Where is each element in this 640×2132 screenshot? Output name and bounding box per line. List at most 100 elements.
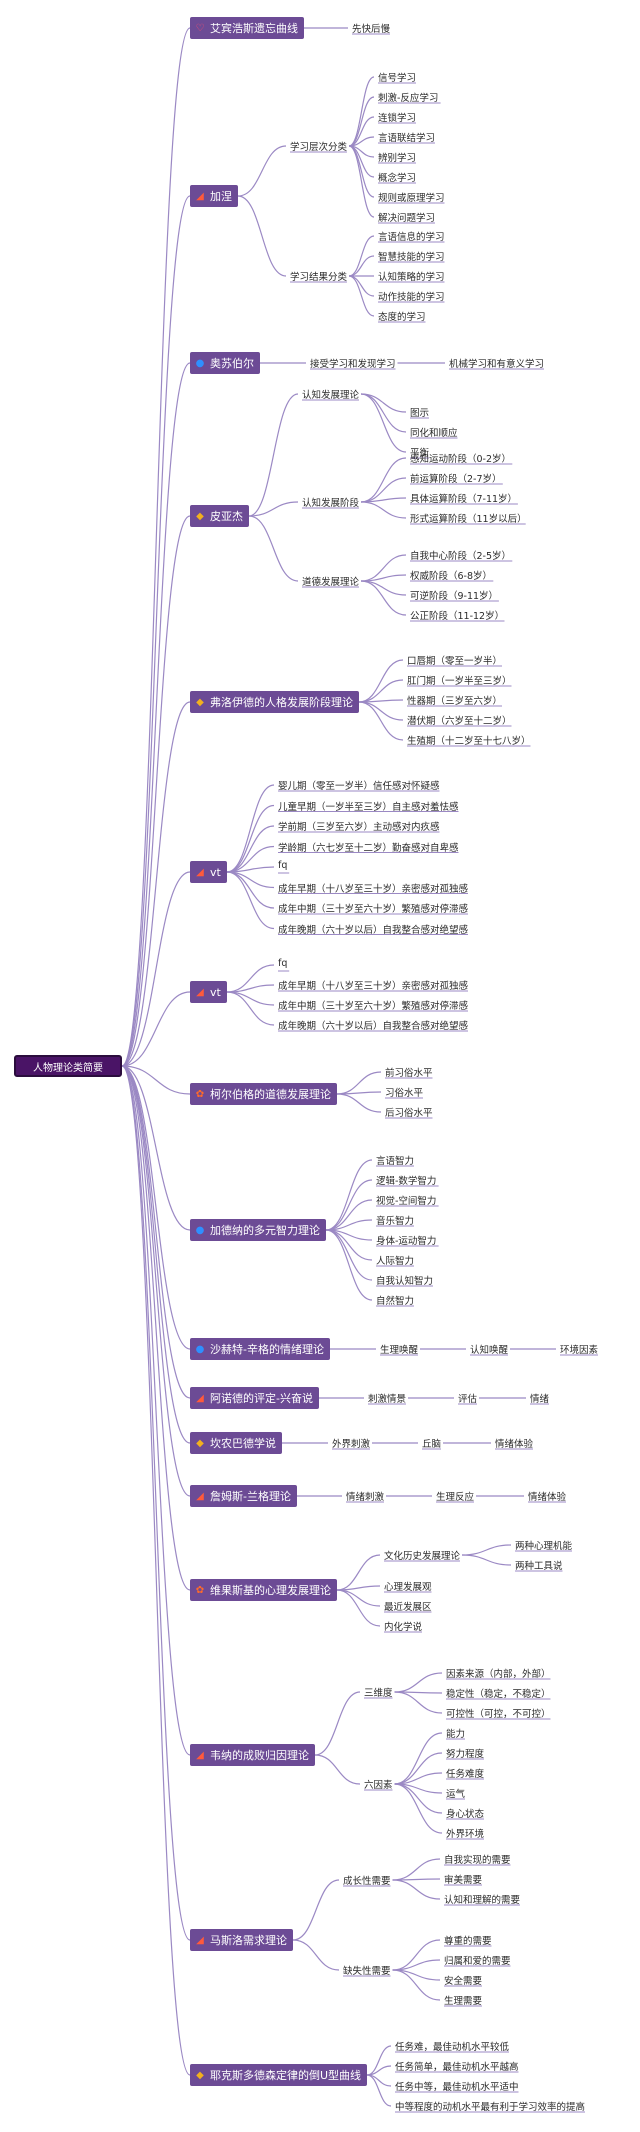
leaf-node[interactable]: 学龄期（六七岁至十二岁）勤奋感对自卑感 (278, 842, 459, 854)
leaf-node[interactable]: 规则或原理学习 (378, 193, 445, 204)
leaf-node[interactable]: 潜伏期（六岁至十二岁） (407, 716, 512, 727)
leaf-node[interactable]: 丘脑 (422, 1439, 442, 1450)
leaf-node[interactable]: 身体-运动智力 (376, 1236, 437, 1247)
topic-node[interactable]: ♡艾宾浩斯遗忘曲线 (190, 17, 304, 39)
subtopic-node[interactable]: 心理发展观 (384, 1582, 432, 1593)
leaf-node[interactable]: 生理需要 (444, 1996, 483, 2007)
leaf-node[interactable]: 动作技能的学习 (378, 292, 445, 303)
subtopic-node[interactable]: 认知发展理论 (302, 390, 360, 401)
leaf-node[interactable]: 辨别学习 (378, 153, 417, 164)
leaf-node[interactable]: 机械学习和有意义学习 (449, 359, 545, 370)
leaf-node[interactable]: 任务中等，最佳动机水平适中 (395, 2082, 519, 2093)
subtopic-node[interactable]: 认知发展阶段 (302, 498, 360, 509)
leaf-node[interactable]: 能力 (446, 1729, 466, 1740)
leaf-node[interactable]: 同化和顺应 (410, 428, 458, 439)
topic-node[interactable]: ◆皮亚杰 (190, 505, 249, 527)
leaf-node[interactable]: 习俗水平 (385, 1088, 424, 1099)
leaf-node[interactable]: 后习俗水平 (385, 1108, 433, 1119)
subtopic-node[interactable]: 外界刺激 (332, 1439, 371, 1450)
leaf-node[interactable]: 认知和理解的需要 (444, 1895, 521, 1906)
leaf-node[interactable]: 自我实现的需要 (444, 1855, 511, 1866)
leaf-node[interactable]: 环境因素 (560, 1345, 599, 1356)
leaf-node[interactable]: 努力程度 (446, 1749, 485, 1760)
topic-node[interactable]: ✿维果斯基的心理发展理论 (190, 1579, 337, 1601)
leaf-node[interactable]: 图示 (410, 408, 430, 419)
leaf-node[interactable]: 成年早期（十八岁至三十岁）亲密感对孤独感 (278, 981, 469, 992)
subtopic-node[interactable]: 道德发展理论 (302, 577, 360, 588)
subtopic-node[interactable]: 三维度 (364, 1688, 393, 1699)
topic-node[interactable]: ◆弗洛伊德的人格发展阶段理论 (190, 691, 359, 713)
topic-node[interactable]: ◆耶克斯多德森定律的倒U型曲线 (190, 2064, 368, 2086)
topic-node[interactable]: ◢vt (190, 981, 227, 1003)
leaf-node[interactable]: 尊重的需要 (444, 1936, 492, 1947)
leaf-node[interactable]: 公正阶段（11-12岁） (410, 611, 505, 622)
leaf-node[interactable]: 概念学习 (378, 173, 417, 184)
leaf-node[interactable]: 信号学习 (378, 73, 417, 84)
leaf-node[interactable]: 婴儿期（零至一岁半）信任感对怀疑感 (278, 781, 440, 792)
leaf-node[interactable]: 成年晚期（六十岁以后）自我整合感对绝望感 (278, 924, 469, 936)
leaf-node[interactable]: 可控性（可控，不可控） (446, 1709, 551, 1720)
leaf-node[interactable]: 身心状态 (446, 1809, 485, 1820)
leaf-node[interactable]: 学前期（三岁至六岁）主动感对内疚感 (278, 822, 440, 833)
leaf-node[interactable]: 认知唤醒 (470, 1345, 509, 1356)
topic-node[interactable]: ◢vt (190, 861, 227, 883)
leaf-node[interactable]: 权威阶段（6-8岁） (410, 571, 493, 582)
leaf-node[interactable]: 情绪 (530, 1394, 550, 1405)
leaf-node[interactable]: 审美需要 (444, 1875, 483, 1886)
leaf-node[interactable]: 两种心理机能 (515, 1541, 573, 1552)
subtopic-node[interactable]: 学习结果分类 (290, 272, 348, 283)
leaf-node[interactable]: 两种工具说 (515, 1561, 563, 1572)
leaf-node[interactable]: 人际智力 (376, 1256, 415, 1267)
leaf-node[interactable]: 刺激-反应学习 (378, 93, 439, 104)
leaf-node[interactable]: 评估 (458, 1394, 478, 1405)
leaf-node[interactable]: 情绪体验 (495, 1439, 534, 1450)
leaf-node[interactable]: 视觉-空间智力 (376, 1196, 437, 1207)
leaf-node[interactable]: 成年晚期（六十岁以后）自我整合感对绝望感 (278, 1021, 469, 1032)
topic-node[interactable]: ◢阿诺德的评定-兴奋说 (190, 1387, 319, 1409)
subtopic-node[interactable]: 接受学习和发现学习 (310, 359, 396, 370)
topic-node[interactable]: ◢韦纳的成败归因理论 (190, 1744, 315, 1766)
leaf-node[interactable]: 自我中心阶段（2-5岁） (410, 551, 512, 562)
topic-node[interactable]: ◆坎农巴德学说 (190, 1432, 282, 1454)
root-node[interactable]: 人物理论类简要 (14, 1055, 122, 1077)
subtopic-node[interactable]: 情绪刺激 (346, 1492, 385, 1503)
leaf-node[interactable]: 因素来源（内部，外部） (446, 1669, 551, 1680)
leaf-node[interactable]: 言语联结学习 (378, 133, 436, 144)
leaf-node[interactable]: 成年早期（十八岁至三十岁）亲密感对孤独感 (278, 883, 469, 895)
leaf-node[interactable]: 任务简单，最佳动机水平越高 (395, 2062, 519, 2073)
leaf-node[interactable]: 生殖期（十二岁至十七八岁） (407, 736, 531, 747)
leaf-node[interactable]: 成年中期（三十岁至六十岁）繁殖感对停滞感 (278, 904, 469, 915)
topic-node[interactable]: ✿柯尔伯格的道德发展理论 (190, 1083, 337, 1105)
leaf-node[interactable]: 前运算阶段（2-7岁） (410, 474, 502, 485)
subtopic-node[interactable]: 内化学说 (384, 1622, 423, 1633)
leaf-node[interactable]: 智慧技能的学习 (378, 252, 445, 263)
topic-node[interactable]: ●奥苏伯尔 (190, 352, 260, 374)
leaf-node[interactable]: 感知运动阶段（0-2岁） (410, 454, 512, 465)
leaf-node[interactable]: 态度的学习 (378, 312, 426, 323)
leaf-node[interactable]: 任务难，最佳动机水平较低 (395, 2042, 510, 2053)
leaf-node[interactable]: 任务难度 (446, 1769, 485, 1780)
topic-node[interactable]: ●沙赫特-辛格的情绪理论 (190, 1338, 330, 1360)
leaf-node[interactable]: 解决问题学习 (378, 213, 436, 224)
subtopic-node[interactable]: 刺激情景 (368, 1394, 407, 1405)
leaf-node[interactable]: fq (278, 958, 288, 969)
leaf-node[interactable]: 音乐智力 (376, 1216, 415, 1227)
topic-node[interactable]: ●加德纳的多元智力理论 (190, 1219, 326, 1241)
leaf-node[interactable]: 形式运算阶段（11岁以后） (410, 514, 527, 525)
leaf-node[interactable]: 口唇期（零至一岁半） (407, 656, 503, 667)
leaf-node[interactable]: 安全需要 (444, 1976, 483, 1987)
leaf-node[interactable]: 自然智力 (376, 1296, 415, 1307)
leaf-node[interactable]: 前习俗水平 (385, 1068, 433, 1079)
leaf-node[interactable]: 言语信息的学习 (378, 232, 445, 243)
subtopic-node[interactable]: 六因素 (364, 1780, 393, 1791)
topic-node[interactable]: ◢马斯洛需求理论 (190, 1929, 293, 1951)
leaf-node[interactable]: 认知策略的学习 (378, 272, 445, 283)
leaf-node[interactable]: 生理反应 (436, 1492, 475, 1503)
leaf-node[interactable]: 自我认知智力 (376, 1276, 434, 1287)
subtopic-node[interactable]: 生理唤醒 (380, 1345, 419, 1356)
leaf-node[interactable]: 连锁学习 (378, 113, 417, 124)
leaf-node[interactable]: 逻辑-数学智力 (376, 1176, 437, 1187)
leaf-node[interactable]: 稳定性（稳定，不稳定） (446, 1689, 551, 1700)
topic-node[interactable]: ◢詹姆斯-兰格理论 (190, 1485, 297, 1507)
leaf-node[interactable]: 肛门期（一岁半至三岁） (407, 676, 512, 687)
